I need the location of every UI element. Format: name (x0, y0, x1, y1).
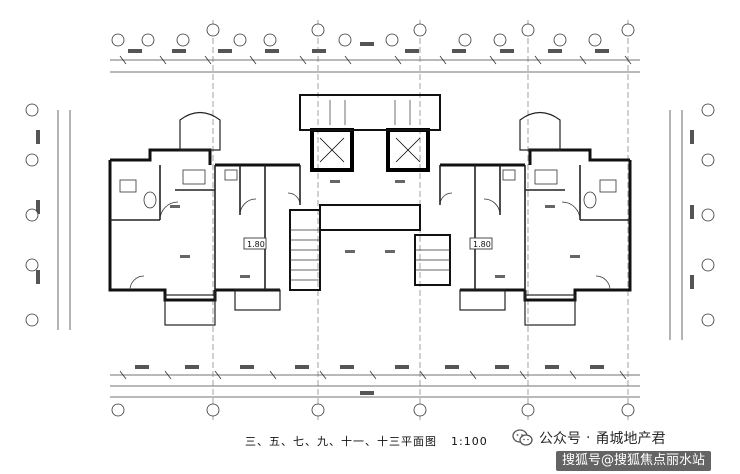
axis-bubbles (25, 23, 715, 417)
balconies (164, 111, 576, 326)
bathroom-fixtures (119, 169, 617, 209)
watermark-account: 公众号 · 甬城地产君 (512, 427, 665, 449)
interior-partitions (110, 165, 630, 300)
door-swings (129, 192, 611, 291)
dimension-lines (57, 59, 683, 398)
watermark-prefix: 公众号 (539, 431, 581, 447)
watermark-source: 搜狐号@搜狐焦点丽水站 (556, 451, 712, 471)
drawing-title: 三、五、七、九、十一、十三平面图 1:100 (245, 433, 502, 449)
dimension-ticks (119, 55, 632, 380)
stair-core (289, 94, 451, 291)
watermark-account-name: 甬城地产君 (595, 431, 666, 447)
watermark-separator: · (586, 430, 591, 446)
elevator-core (310, 128, 430, 172)
drawing-title-text: 三、五、七、九、十一、十三平面图 (245, 435, 437, 448)
wechat-icon (512, 429, 533, 446)
room-labels: 1.80 1.80 (243, 237, 493, 250)
room-label-left: 1.80 (247, 240, 265, 249)
drawing-scale: 1:100 (451, 435, 488, 448)
stair-treads (290, 100, 450, 281)
annotation-marks (170, 180, 580, 278)
dimension-numbers (36, 42, 694, 395)
room-label-right: 1.80 (473, 240, 491, 249)
elevator-x-marks (319, 137, 421, 163)
